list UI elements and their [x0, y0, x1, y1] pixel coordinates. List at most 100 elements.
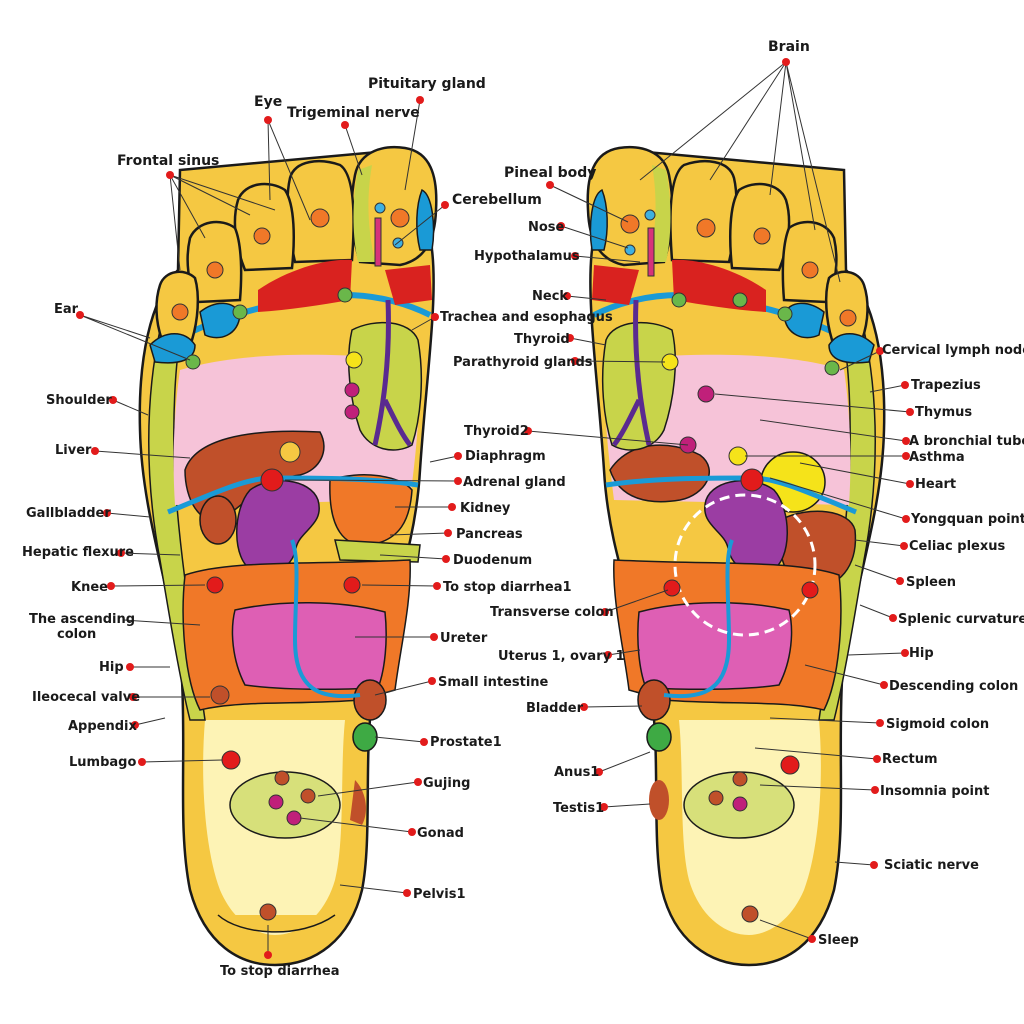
- right-point-neck-a: [777, 306, 793, 322]
- left-big-toe-base-red: [385, 265, 432, 305]
- right-yongquan-circle: [673, 493, 817, 637]
- left-point-lumbago: [221, 750, 241, 770]
- left-point-diarrhea: [259, 903, 277, 921]
- label-brain: Brain: [768, 39, 810, 55]
- right-point-toe2: [696, 218, 716, 238]
- label-anus: Anus1: [554, 765, 599, 780]
- label-hip-right: Hip: [909, 646, 934, 661]
- label-nose: Nose: [528, 220, 565, 235]
- left-point-toe2: [310, 208, 330, 228]
- label-prostate: Prostate1: [430, 735, 502, 750]
- right-toe-5: [824, 270, 869, 342]
- label-sleep: Sleep: [818, 933, 859, 948]
- labels-middle: Trachea and esophagus Thyroid2 Diaphragm…: [413, 310, 613, 902]
- left-point-toe4: [206, 261, 224, 279]
- left-small-intestine: [231, 601, 387, 690]
- label-cerebellum: Cerebellum: [452, 192, 542, 208]
- label-insomnia: Insomnia point: [880, 784, 989, 799]
- left-pancreas-shape: [329, 474, 413, 547]
- label-thyroid: Thyroid: [514, 332, 570, 347]
- left-point-adrenal: [260, 468, 284, 492]
- right-point-lymph: [824, 360, 840, 376]
- label-pelvis: Pelvis1: [413, 887, 466, 902]
- left-point-toe5: [171, 303, 189, 321]
- label-transverse-colon: Transverse colon: [490, 605, 614, 620]
- label-cervical-lymph: Cervical lymph node: [882, 343, 1024, 358]
- right-point-rectum: [780, 755, 800, 775]
- right-toe-3: [729, 182, 791, 272]
- right-anus-shape: [646, 722, 672, 752]
- labels-left: Frontal sinus Eye Pituitary gland Trigem…: [22, 76, 542, 979]
- left-big-toe-green: [353, 165, 375, 262]
- left-point-neck: [337, 287, 353, 303]
- right-point-thymus: [697, 385, 715, 403]
- left-point-ileocecal: [210, 685, 230, 705]
- label-duodenum: Duodenum: [453, 553, 532, 568]
- right-points: [620, 209, 857, 923]
- left-point-liver: [279, 441, 301, 463]
- leader-lines: [79, 61, 911, 955]
- right-cerebellum-blue: [589, 188, 608, 251]
- label-shoulder: Shoulder: [46, 393, 112, 408]
- label-trachea: Trachea and esophagus: [440, 310, 613, 325]
- left-point-gonad-2: [286, 810, 302, 826]
- label-bronchial: A bronchial tube: [909, 434, 1024, 449]
- label-frontal-sinus: Frontal sinus: [117, 153, 219, 169]
- label-sigmoid-colon: Sigmoid colon: [886, 717, 989, 732]
- label-pituitary: Pituitary gland: [368, 76, 486, 92]
- label-ureter: Ureter: [440, 631, 488, 646]
- right-point-colon-a: [663, 579, 681, 597]
- label-spleen: Spleen: [906, 575, 956, 590]
- label-hypothalamus: Hypothalamus: [474, 249, 580, 264]
- label-pineal: Pineal body: [504, 165, 596, 181]
- label-gallbladder: Gallbladder: [26, 506, 111, 521]
- label-appendix: Appendix: [68, 719, 138, 734]
- left-points: [171, 202, 410, 921]
- label-ascending-colon-2: colon: [57, 627, 96, 642]
- label-thymus: Thymus: [915, 405, 972, 420]
- right-point-insomnia-1: [732, 771, 748, 787]
- right-point-insomnia-2: [708, 790, 724, 806]
- labels-right-inner: Pineal body Nose Hypothalamus Neck Thyro…: [453, 165, 625, 816]
- right-ureter-line: [663, 539, 734, 699]
- left-point-toe3: [253, 227, 271, 245]
- right-testis-shape: [649, 780, 669, 820]
- right-bladder-shape: [637, 679, 671, 721]
- label-to-stop-diarrhea1: To stop diarrhea1: [443, 580, 572, 595]
- left-trachea-purple: [372, 299, 412, 447]
- label-liver: Liver: [55, 443, 92, 458]
- left-ureter-line: [290, 539, 361, 699]
- label-knee: Knee: [71, 580, 108, 595]
- label-adrenal: Adrenal gland: [463, 475, 566, 490]
- left-point-bigtoe: [390, 208, 410, 228]
- label-rectum: Rectum: [882, 752, 938, 767]
- label-hip-left: Hip: [99, 660, 124, 675]
- label-trapezius: Trapezius: [911, 378, 981, 393]
- left-bladder-shape: [353, 679, 387, 721]
- left-point-para2: [344, 404, 360, 420]
- label-uterus: Uterus 1, ovary 1: [498, 649, 625, 664]
- left-ear-blue: [149, 333, 196, 364]
- left-point-gujing-2: [300, 788, 316, 804]
- label-gujing: Gujing: [423, 776, 470, 791]
- left-toe-base-red: [258, 259, 352, 312]
- label-lumbago: Lumbago: [69, 755, 136, 770]
- label-asthma: Asthma: [909, 450, 965, 465]
- label-parathyroid: Parathyroid glands: [453, 355, 593, 370]
- left-prostate-shape: [352, 722, 378, 752]
- label-gonad: Gonad: [417, 826, 464, 841]
- right-point-nose: [624, 244, 636, 256]
- label-trigeminal: Trigeminal nerve: [287, 105, 420, 121]
- right-point-hypothalamus: [647, 227, 655, 277]
- left-point-ear-b: [232, 304, 248, 320]
- label-kidney: Kidney: [460, 501, 511, 516]
- label-splenic-curvature: Splenic curvature: [898, 612, 1024, 627]
- left-point-pituitary: [374, 202, 386, 214]
- right-trachea-purple: [612, 299, 652, 447]
- right-point-neck-c: [671, 292, 687, 308]
- right-point-neck-b: [732, 292, 748, 308]
- left-heel-band: [217, 914, 336, 933]
- label-pancreas: Pancreas: [456, 527, 523, 542]
- label-neck: Neck: [532, 289, 568, 304]
